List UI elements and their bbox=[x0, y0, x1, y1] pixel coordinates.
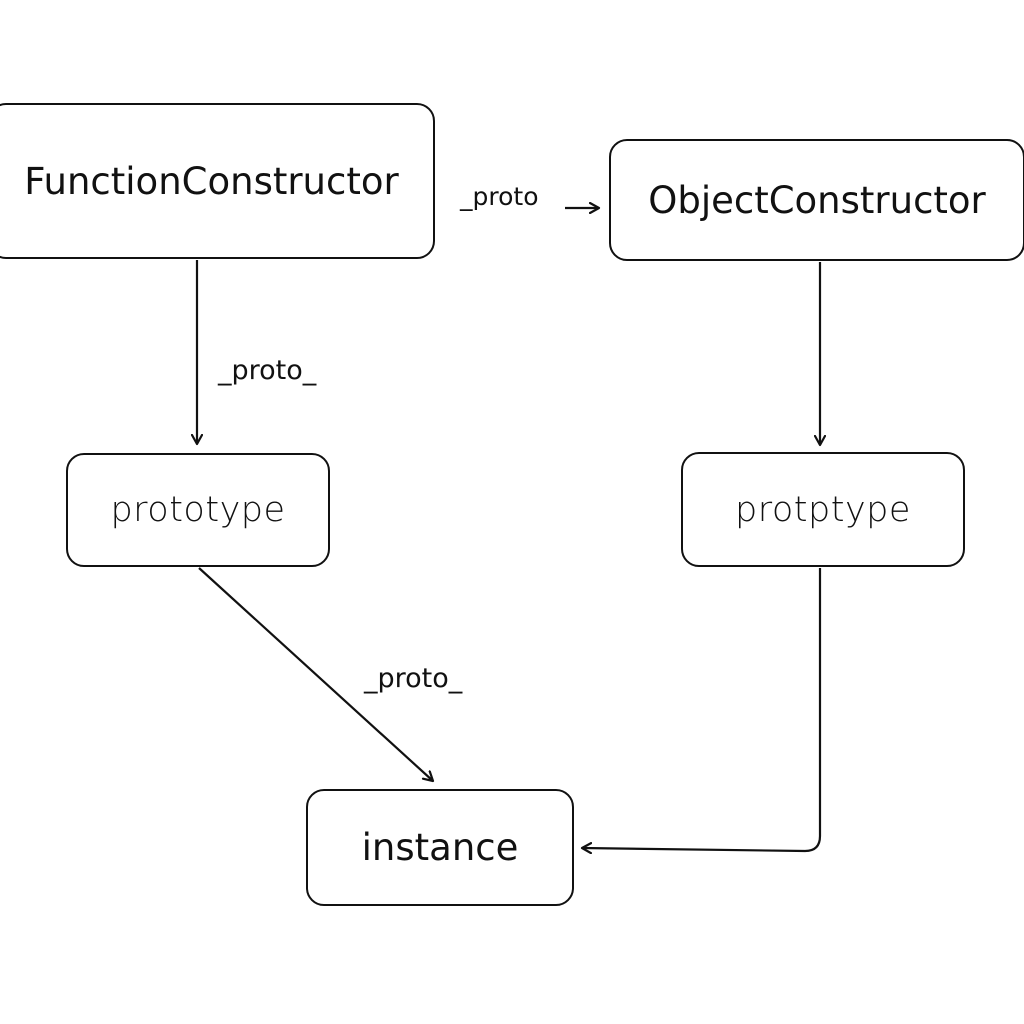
edge-label-fc-to-prototype: _proto_ bbox=[218, 355, 317, 386]
instance-node: instance bbox=[306, 789, 574, 906]
prototype-left-node: prototype bbox=[66, 453, 330, 567]
prototype-left-label: prototype bbox=[110, 490, 286, 530]
edge-prototype-right-to-instance bbox=[582, 568, 822, 851]
edge-prototype-to-instance bbox=[198, 567, 433, 781]
object-constructor-node: ObjectConstructor bbox=[609, 139, 1024, 261]
edge-label-fc-to-oc: _proto bbox=[460, 182, 539, 211]
function-constructor-label: FunctionConstructor bbox=[24, 159, 399, 203]
edge-label-prototype-to-instance: _proto_ bbox=[364, 663, 463, 694]
instance-label: instance bbox=[361, 826, 519, 869]
function-constructor-node: FunctionConstructor bbox=[0, 103, 435, 259]
prototype-right-node: protptype bbox=[681, 452, 965, 567]
object-constructor-label: ObjectConstructor bbox=[648, 178, 986, 222]
prototype-right-label: protptype bbox=[735, 489, 911, 530]
